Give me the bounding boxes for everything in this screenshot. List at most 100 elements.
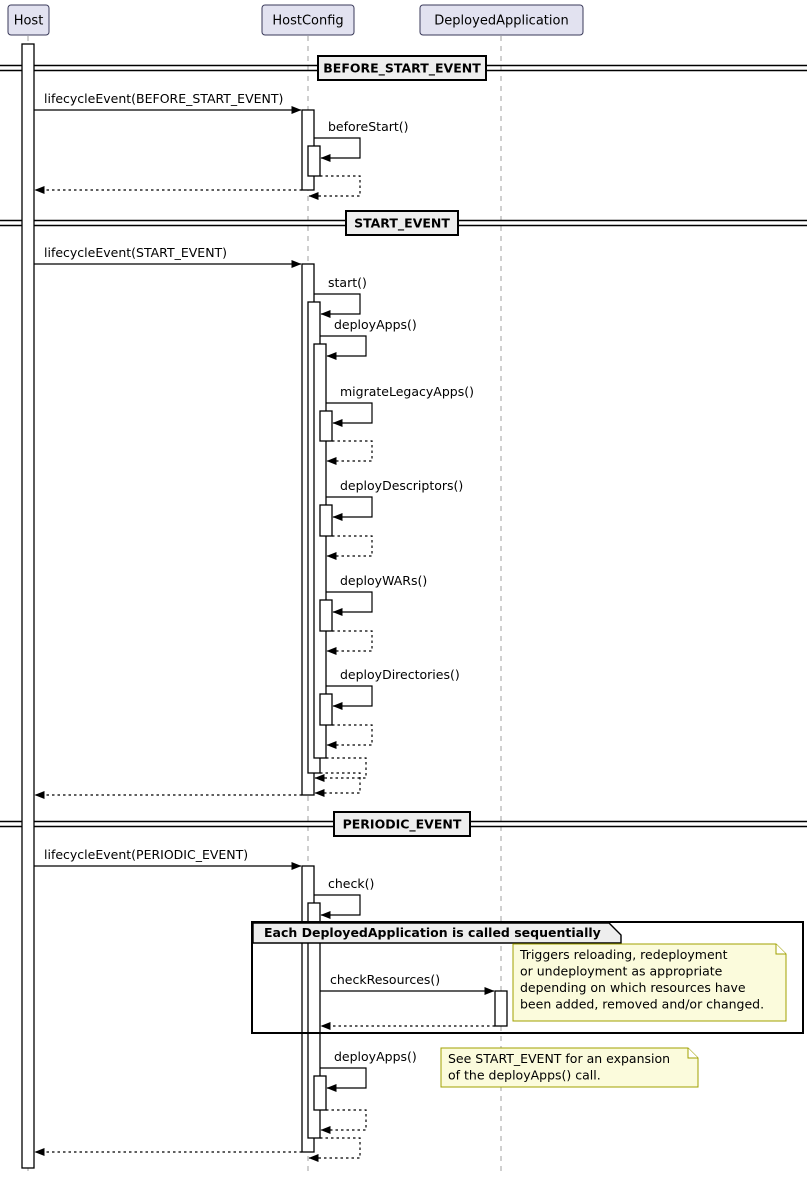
- divider-label: BEFORE_START_EVENT: [323, 61, 481, 77]
- self-message-arrow: [314, 137, 361, 162]
- messages-layer: lifecycleEvent(BEFORE_START_EVENT)before…: [34, 91, 495, 1162]
- message-label: deployApps(): [334, 317, 417, 332]
- self-message-arrow: [326, 724, 373, 749]
- participant-box[interactable]: [419, 4, 584, 36]
- self-message-arrow: [326, 535, 373, 560]
- self-message-arrow: [326, 402, 373, 427]
- message-label: deployWARs(): [340, 573, 427, 588]
- activation-bar: [319, 410, 333, 442]
- note-line: Triggers reloading, redeployment: [519, 947, 728, 962]
- note-fold-corner: [687, 1048, 698, 1059]
- message-label: start(): [328, 275, 367, 290]
- note-note-deployapps: See START_EVENT for an expansion of the d…: [440, 1047, 699, 1088]
- self-message-arrow: [326, 591, 373, 616]
- message-m11: [326, 535, 373, 560]
- message-m20: check(): [314, 876, 374, 919]
- message-label: beforeStart(): [328, 119, 409, 134]
- message-m24: [320, 1109, 367, 1134]
- message-label: deployDescriptors(): [340, 478, 463, 493]
- divider-label: START_EVENT: [354, 216, 450, 232]
- message-m9: [326, 440, 373, 465]
- message-label: lifecycleEvent(BEFORE_START_EVENT): [44, 91, 283, 106]
- participant-deployedapplication[interactable]: DeployedApplication: [419, 4, 584, 36]
- message-m15: [326, 724, 373, 749]
- groups-layer: Each DeployedApplication is called seque…: [251, 921, 804, 1034]
- self-message-arrow: [320, 1067, 367, 1092]
- activation-bar: [307, 145, 321, 177]
- message-m2: beforeStart(): [314, 119, 409, 162]
- note-note-checkresources: Triggers reloading, redeployment or undep…: [512, 943, 787, 1022]
- self-message-arrow: [320, 335, 367, 360]
- self-message-arrow: [326, 685, 373, 710]
- participant-box[interactable]: [7, 4, 50, 36]
- group-tab: [252, 922, 622, 944]
- self-message-arrow: [326, 496, 373, 521]
- activation-bar: [319, 599, 333, 632]
- self-message-arrow: [308, 1137, 361, 1162]
- group-label: Each DeployedApplication is called seque…: [264, 925, 601, 940]
- message-m14: deployDirectories(): [326, 667, 460, 710]
- message-label: deployDirectories(): [340, 667, 460, 682]
- activation-bar: [494, 990, 508, 1027]
- participant-box[interactable]: [261, 4, 355, 36]
- message-m17: [314, 772, 361, 797]
- note-body: [512, 943, 787, 1022]
- lifelines-layer: [27, 36, 502, 1172]
- divider-start: START_EVENT: [0, 210, 807, 236]
- divider-label-box: [317, 55, 487, 81]
- group-frame: [251, 921, 804, 1034]
- dividers-layer: BEFORE_START_EVENT START_EVENT PERIODIC_EV…: [0, 55, 807, 837]
- self-message-arrow: [314, 757, 367, 782]
- activation-bar: [313, 343, 327, 759]
- divider-before-start: BEFORE_START_EVENT: [0, 55, 807, 81]
- activation-bar: [319, 693, 333, 726]
- message-m25: [308, 1137, 361, 1162]
- message-m5: lifecycleEvent(START_EVENT): [34, 245, 302, 268]
- message-m10: deployDescriptors(): [326, 478, 463, 521]
- message-m3: [308, 175, 361, 200]
- self-message-arrow: [326, 630, 373, 655]
- participant-label: DeployedApplication: [434, 14, 568, 29]
- self-message-arrow: [314, 894, 361, 919]
- note-line: been added, removed and/or changed.: [520, 997, 764, 1012]
- note-line: See START_EVENT for an expansion: [448, 1051, 670, 1066]
- note-fold-corner: [775, 944, 786, 955]
- message-m1: lifecycleEvent(BEFORE_START_EVENT): [34, 91, 302, 114]
- activation-bar: [313, 1075, 327, 1111]
- divider-periodic: PERIODIC_EVENT: [0, 811, 807, 837]
- message-label: lifecycleEvent(PERIODIC_EVENT): [44, 847, 248, 862]
- notes-layer: Triggers reloading, redeployment or undep…: [440, 943, 787, 1088]
- self-message-arrow: [314, 772, 361, 797]
- participant-host[interactable]: Host: [7, 4, 50, 36]
- self-message-arrow: [314, 293, 361, 318]
- message-label: check(): [328, 876, 374, 891]
- message-label: checkResources(): [330, 972, 440, 987]
- activation-bar: [21, 43, 35, 1169]
- message-m13: [326, 630, 373, 655]
- self-message-arrow: [308, 175, 361, 200]
- message-m19: lifecycleEvent(PERIODIC_EVENT): [34, 847, 302, 870]
- group-group-sequential: Each DeployedApplication is called seque…: [251, 921, 804, 1034]
- note-line: or undeployment as appropriate: [520, 964, 723, 979]
- note-line: of the deployApps() call.: [448, 1068, 601, 1083]
- note-body: [440, 1047, 699, 1088]
- message-m16: [314, 757, 367, 782]
- participant-hostconfig[interactable]: HostConfig: [261, 4, 355, 36]
- message-m8: migrateLegacyApps(): [326, 384, 474, 427]
- message-label: deployApps(): [334, 1049, 417, 1064]
- divider-label-box: [345, 210, 459, 236]
- self-message-arrow: [326, 440, 373, 465]
- self-message-arrow: [320, 1109, 367, 1134]
- message-m6: start(): [314, 275, 367, 318]
- note-line: depending on which resources have: [520, 980, 746, 995]
- activation-bar: [319, 504, 333, 537]
- message-label: migrateLegacyApps(): [340, 384, 474, 399]
- participants-layer: Host HostConfig DeployedApplication: [7, 4, 584, 36]
- message-m12: deployWARs(): [326, 573, 427, 616]
- divider-label-box: [333, 811, 471, 837]
- message-m23: deployApps(): [320, 1049, 417, 1092]
- message-label: lifecycleEvent(START_EVENT): [44, 245, 227, 260]
- message-m7: deployApps(): [320, 317, 417, 360]
